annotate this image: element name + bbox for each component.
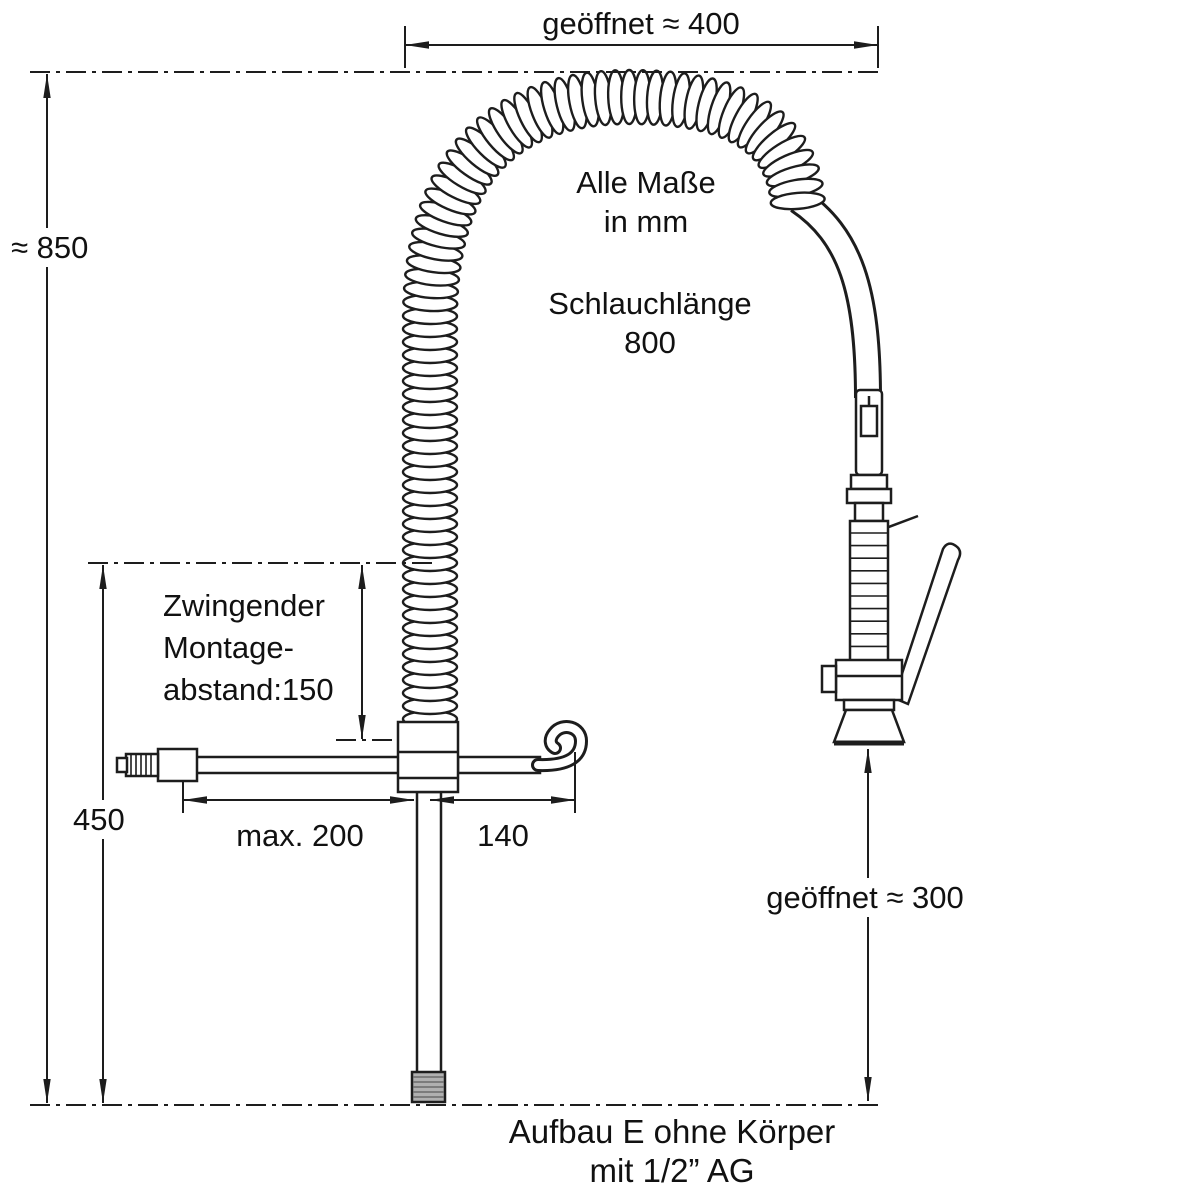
caption: Aufbau E ohne Körper mit 1/2” AG (472, 1112, 872, 1190)
nipple-threads (130, 755, 152, 775)
valve-body (834, 658, 904, 702)
hose-length-note: Schlauchlänge 800 (500, 284, 800, 362)
pipe-end-threads (413, 1076, 444, 1098)
coiled-hose (401, 68, 826, 729)
valve-knob (820, 664, 838, 694)
grip-ribs (850, 532, 888, 648)
dim-max-left-label: max. 200 (236, 818, 364, 853)
faucet-body (396, 720, 460, 794)
mounting-note-line1: Zwingender (163, 588, 325, 623)
units-note-line2: in mm (603, 204, 689, 239)
mounting-assembly (115, 720, 589, 1104)
fitting-clip (859, 404, 879, 438)
collar-ring (845, 487, 893, 505)
spray-rest-hook-inner (534, 723, 586, 770)
dim-hook-offset-label: 140 (477, 818, 529, 853)
hose-length-line1: Schlauchlänge (548, 286, 752, 321)
grip (848, 519, 890, 663)
spray-bell (832, 708, 906, 744)
hook-arm (456, 755, 542, 775)
spray-gun (820, 388, 962, 746)
coil-loop (769, 191, 826, 211)
dim-total-height-label: ≈ 850 (8, 228, 92, 267)
wall-arm (193, 755, 402, 775)
units-note: Alle Maße in mm (496, 163, 796, 241)
dim-riser-height-label: 450 (70, 800, 128, 839)
lever-clip-wire (885, 514, 919, 530)
spray-neck (842, 698, 896, 712)
units-note-line1: Alle Maße (576, 165, 716, 200)
trigger-lever (892, 542, 962, 706)
dim-opened-height-label: geöffnet ≈ 300 (745, 878, 985, 917)
caption-line1: Aufbau E ohne Körper (508, 1113, 836, 1150)
smooth-hose (789, 188, 882, 399)
arm-nut (156, 747, 199, 783)
dim-opened-width-label: geöffnet ≈ 400 (542, 6, 740, 41)
hose-length-line2: 800 (624, 325, 676, 360)
mounting-note: Zwingender Montage- abstand:150 (163, 585, 334, 711)
collar-neck (853, 501, 885, 523)
caption-line2: mit 1/2” AG (589, 1152, 755, 1189)
mounting-note-line2: Montage- (163, 630, 294, 665)
mounting-note-line3: abstand:150 (163, 672, 334, 707)
nipple-tip (115, 756, 129, 774)
collar-ring (849, 473, 889, 491)
